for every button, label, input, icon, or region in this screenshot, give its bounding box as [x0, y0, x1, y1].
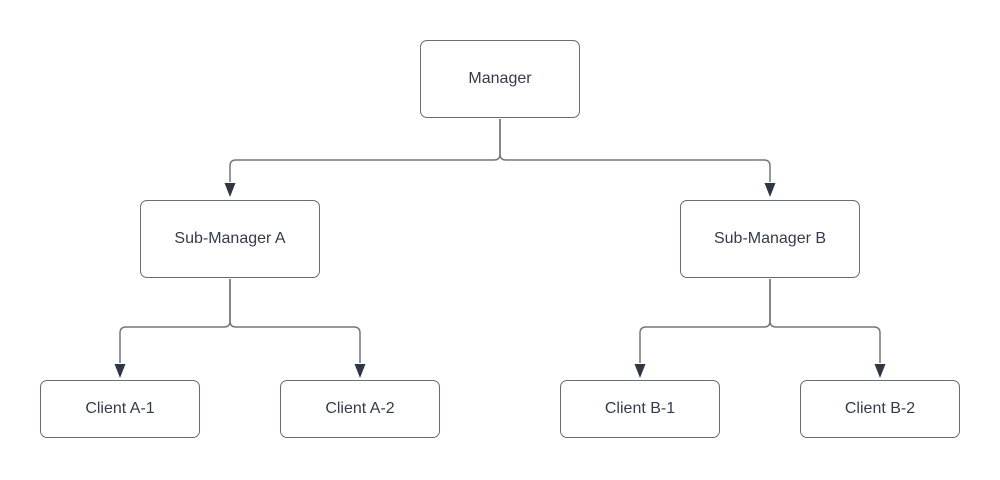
edge-manager-to-sub-manager-b: [499, 119, 771, 182]
node-label: Sub-Manager A: [174, 230, 286, 247]
arrowhead-icon: [874, 364, 886, 378]
node-client-b1[interactable]: Client B-1: [560, 380, 720, 438]
node-client-a1[interactable]: Client A-1: [40, 380, 200, 438]
node-label: Sub-Manager B: [713, 230, 827, 247]
arrowhead-icon: [354, 364, 366, 378]
node-client-b2[interactable]: Client B-2: [800, 380, 960, 438]
node-sub-manager-a[interactable]: Sub-Manager A: [140, 200, 320, 278]
edge-manager-to-sub-manager-a: [229, 119, 501, 182]
node-label: Client B-2: [844, 400, 916, 417]
node-sub-manager-b[interactable]: Sub-Manager B: [680, 200, 860, 278]
edge-sub-manager-a-to-client-a2: [229, 279, 361, 363]
node-label: Manager: [468, 70, 532, 87]
arrowhead-icon: [634, 364, 646, 378]
node-label: Client A-1: [85, 400, 155, 417]
node-manager[interactable]: Manager: [420, 40, 580, 118]
edge-sub-manager-a-to-client-a1: [119, 279, 231, 363]
edge-sub-manager-b-to-client-b2: [769, 279, 881, 363]
arrowhead-icon: [114, 364, 126, 378]
arrowhead-icon: [764, 183, 776, 197]
edge-sub-manager-b-to-client-b1: [639, 279, 771, 363]
node-client-a2[interactable]: Client A-2: [280, 380, 440, 438]
node-label: Client B-1: [604, 400, 676, 417]
node-label: Client A-2: [325, 400, 395, 417]
arrowhead-icon: [224, 183, 236, 197]
